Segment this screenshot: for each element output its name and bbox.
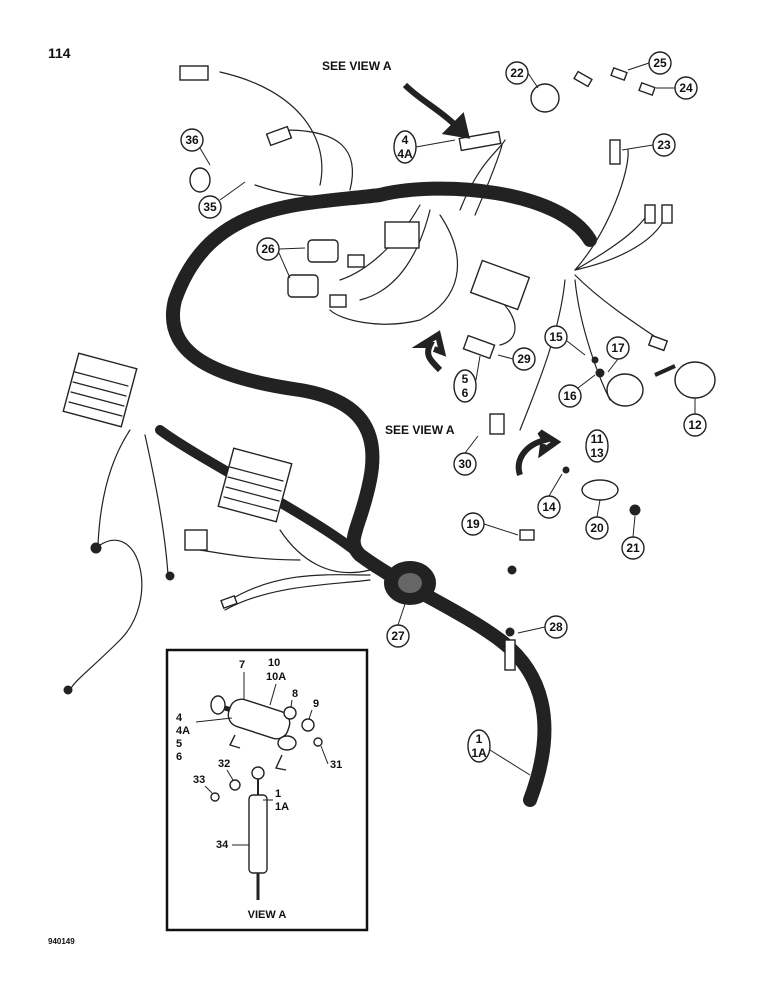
see-view-a-mid-label: SEE VIEW A [385,423,455,437]
callout-27: 27 [391,629,405,643]
callout-11: 11 [591,432,604,446]
view-a-label-7: 7 [239,659,245,671]
view-a-label-33: 33 [193,774,205,786]
callout-28: 28 [549,620,563,634]
callout-6: 6 [462,386,469,400]
view-a-label-1a: 1A [275,801,289,813]
connector-left-large [62,352,138,428]
callout-26: 26 [261,242,275,256]
view-a-label-9: 9 [313,698,319,710]
callout-5: 5 [462,372,469,386]
callout-14: 14 [542,500,556,514]
callout-35: 35 [203,200,217,214]
connector-center-large [217,447,293,523]
view-a-label-5: 5 [176,738,182,750]
small-parts [63,65,716,695]
leader-lines [199,62,696,776]
callout-25: 25 [653,56,667,70]
callout-19: 19 [466,517,480,531]
callouts: 36 35 26 4 4A 22 25 24 23 15 17 16 12 [180,51,707,763]
callout-17: 17 [611,341,625,355]
callout-1a: 1A [471,746,487,760]
callout-16: 16 [563,389,577,403]
callout-1: 1 [476,732,483,746]
view-a-label-32: 32 [218,758,230,770]
view-a-label-10a: 10A [266,671,286,683]
view-a-label-6: 6 [176,751,182,763]
callout-13: 13 [590,446,604,460]
grommet [384,561,436,605]
view-a-label-8: 8 [292,688,298,700]
callout-23: 23 [657,138,671,152]
callout-36: 36 [185,133,199,147]
view-a-label-1: 1 [275,788,281,800]
callout-4: 4 [402,133,409,147]
connector-block-center [458,130,531,311]
callout-22: 22 [510,66,524,80]
view-a-label-10: 10 [268,657,280,669]
connector-group-26 [287,221,420,308]
see-view-a-arrows [402,82,676,476]
callout-15: 15 [549,330,563,344]
callout-30: 30 [458,457,472,471]
view-a-label-4a: 4A [176,725,190,737]
view-a-caption: VIEW A [248,909,287,921]
page-number: 114 [48,45,71,61]
callout-24: 24 [679,81,693,95]
callout-20: 20 [590,521,604,535]
callout-4a: 4A [397,147,413,161]
callout-12: 12 [688,418,702,432]
see-view-a-top-label: SEE VIEW A [322,59,392,73]
view-a-label-31: 31 [330,759,342,771]
harness-wires-left [69,429,371,691]
view-a-label-34: 34 [216,839,229,851]
harness-wires-right [219,71,669,431]
view-a-inset: VIEW A 7 10 10A 8 9 4 4A 5 6 31 32 33 [165,648,369,932]
figure-code: 940149 [48,937,75,946]
callout-29: 29 [517,352,531,366]
callout-21: 21 [626,541,640,555]
view-a-label-4: 4 [176,712,183,724]
